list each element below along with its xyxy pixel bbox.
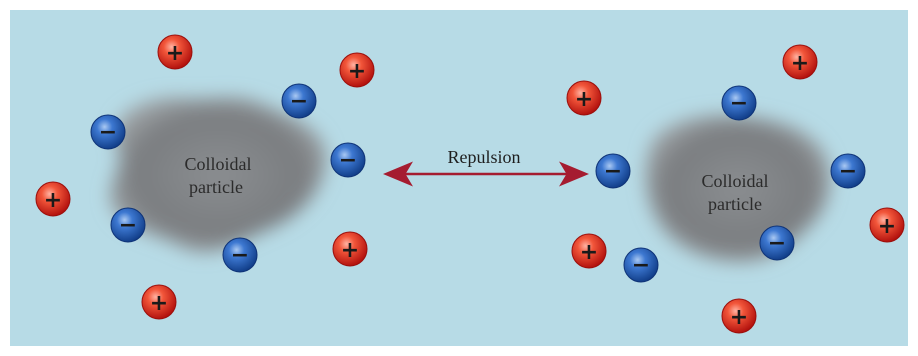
cation-ion: + [142,285,176,319]
minus-sign: − [632,253,650,278]
particle-label-line2: particle [708,194,762,214]
minus-sign: − [339,148,357,173]
anion-ion: − [282,84,316,118]
cation-ion: + [567,81,601,115]
anion-ion: − [760,226,794,260]
plus-sign: + [150,291,168,316]
minus-sign: − [119,213,137,238]
cation-ion: + [870,208,904,242]
anion-ion: − [624,248,658,282]
plus-sign: + [580,240,598,265]
cation-ion: + [783,45,817,79]
cation-ion: + [36,182,70,216]
minus-sign: − [768,231,786,256]
cation-ion: + [572,234,606,268]
anion-ion: − [111,208,145,242]
cation-ion: + [340,53,374,87]
anion-ion: − [722,86,756,120]
minus-sign: − [99,120,117,145]
cation-ion: + [158,35,192,69]
plus-sign: + [341,238,359,263]
anion-ion: − [91,115,125,149]
repulsion-label: Repulsion [447,147,520,167]
anion-ion: − [223,238,257,272]
plus-sign: + [166,41,184,66]
anion-ion: − [331,143,365,177]
plus-sign: + [730,305,748,330]
minus-sign: − [231,243,249,268]
plus-sign: + [44,188,62,213]
minus-sign: − [604,159,622,184]
plus-sign: + [575,87,593,112]
particle-label-line1: Colloidal [185,154,252,174]
cation-ion: + [333,232,367,266]
particle-label-line2: particle [189,177,243,197]
plus-sign: + [348,59,366,84]
minus-sign: − [290,89,308,114]
cation-ion: + [722,299,756,333]
minus-sign: − [730,91,748,116]
plus-sign: + [791,51,809,76]
minus-sign: − [839,159,857,184]
anion-ion: − [596,154,630,188]
anion-ion: − [831,154,865,188]
plus-sign: + [878,214,896,239]
particle-label-line1: Colloidal [702,171,769,191]
